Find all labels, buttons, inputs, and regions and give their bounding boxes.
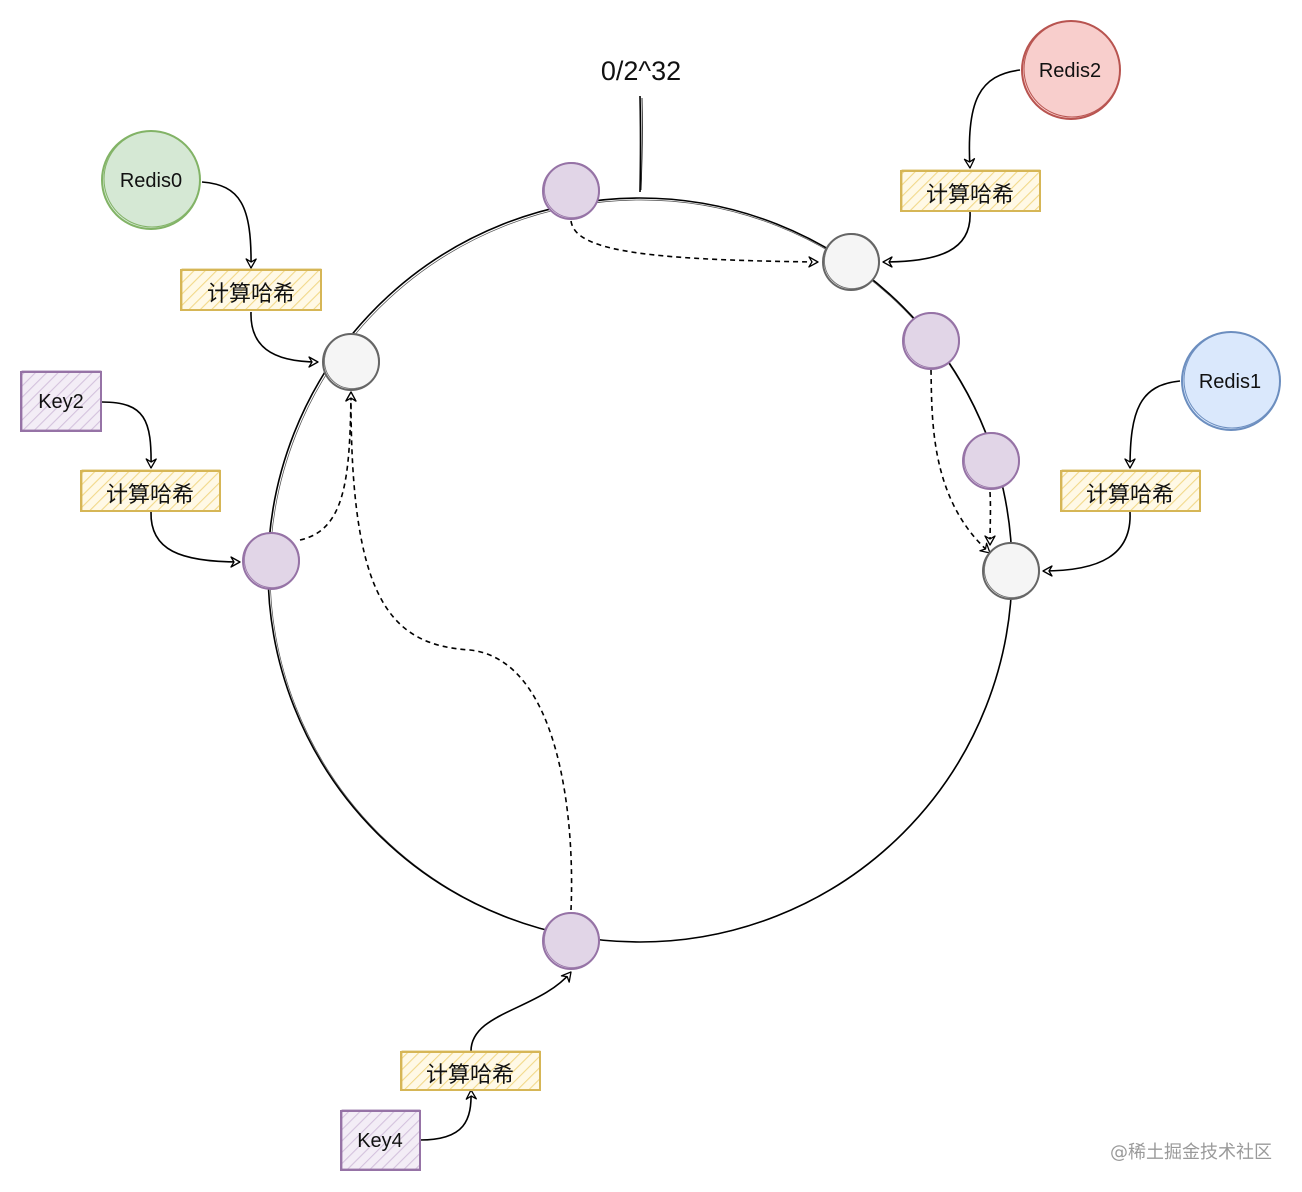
ring-node-key2[interactable]: [242, 532, 300, 590]
ring-node-redis1-circle: [982, 542, 1040, 600]
hash-box-redis1[interactable]: 计算哈希: [1060, 469, 1201, 512]
ring-node-redis1[interactable]: [982, 542, 1040, 600]
arrow-hash-to-key2-node: [150, 511, 241, 568]
mapping-arrow-key-a-to-redis1-node: [930, 369, 991, 554]
server-nodes-on-ring: [322, 233, 1040, 600]
ring-node-key-right-b-circle: [962, 432, 1020, 490]
arrow-hash-to-redis0-node: [250, 311, 319, 368]
hash-box-redis0-rect: [180, 269, 322, 311]
arrow-redis2-to-hash: [963, 69, 1021, 169]
hash-box-key4[interactable]: 计算哈希: [400, 1050, 541, 1091]
hash-ring-stroke-sketch: [269, 199, 1013, 943]
ring-node-key-right-a-circle: [902, 312, 960, 370]
redis0-server[interactable]: Redis0: [101, 130, 201, 230]
arrow-redis0-to-hash: [201, 181, 257, 269]
arrow-hash-to-redis2-node: [882, 211, 971, 268]
key-nodes-on-ring: [242, 162, 1020, 970]
hash-box-redis1-sketch: [1061, 469, 1201, 512]
key4-box[interactable]: Key4: [340, 1109, 421, 1171]
key2-box-rect: [20, 371, 102, 432]
hash-box-redis0-label: 计算哈希: [207, 281, 295, 306]
hash-box-redis2-label: 计算哈希: [926, 182, 1014, 207]
ring-node-redis0[interactable]: [322, 333, 380, 391]
hash-ring: [267, 197, 1013, 943]
redis-servers: Redis0 Redis1 Redis2: [101, 20, 1281, 431]
redis0-circle-sketch: [103, 130, 201, 228]
hash-box-redis0-sketch: [181, 268, 322, 311]
hash-box-key4-label: 计算哈希: [426, 1062, 514, 1087]
redis2-label: Redis2: [1039, 60, 1101, 82]
origin-tick-line-sketch: [640, 97, 643, 191]
mapping-arrow-key2-to-redis0-node: [299, 391, 357, 541]
hash-box-redis2-sketch: [901, 169, 1041, 212]
ring-node-key-top[interactable]: [542, 162, 600, 220]
ring-node-redis0-circle: [322, 333, 380, 391]
redis2-circle-sketch: [1023, 20, 1121, 118]
key4-label: Key4: [357, 1130, 403, 1152]
key2-label: Key2: [38, 391, 84, 413]
arrow-key4-to-hash: [419, 1089, 477, 1141]
hash-box-redis2[interactable]: 计算哈希: [900, 169, 1041, 212]
ring-node-key-top-sketch: [544, 162, 600, 218]
ring-node-redis2-sketch: [824, 233, 880, 289]
mapping-arrow-top-key-to-redis2-node: [570, 220, 819, 268]
ring-node-key2-sketch: [244, 532, 300, 588]
hash-flow-arrows: [101, 69, 1181, 1141]
key4-box-rect: [340, 1110, 421, 1171]
redis0-label: Redis0: [120, 170, 182, 192]
arrow-key2-to-hash: [101, 401, 157, 469]
arrow-hash-to-redis1-node: [1042, 511, 1131, 577]
ring-node-key-top-circle: [542, 162, 600, 220]
hash-box-redis0[interactable]: 计算哈希: [180, 268, 322, 311]
redis1-circle-sketch: [1183, 331, 1281, 429]
ring-origin-marker: 0/2^32: [601, 56, 681, 193]
arrow-hash-to-key4-node: [470, 971, 572, 1053]
mapping-arrow-key4-to-redis0-node: [345, 391, 573, 911]
arrow-redis1-to-hash: [1124, 380, 1181, 469]
ring-node-key2-circle: [242, 532, 300, 590]
redis1-label: Redis1: [1199, 371, 1261, 393]
hash-box-key2[interactable]: 计算哈希: [80, 469, 221, 512]
ring-node-key4-circle: [542, 912, 600, 970]
hash-box-redis1-label: 计算哈希: [1086, 482, 1174, 507]
ring-node-key-right-a[interactable]: [902, 312, 960, 370]
hash-box-key4-sketch: [401, 1050, 541, 1091]
ring-node-redis2[interactable]: [822, 233, 880, 291]
origin-label: 0/2^32: [601, 56, 681, 86]
redis1-server[interactable]: Redis1: [1181, 331, 1281, 431]
ring-node-redis0-sketch: [324, 333, 380, 389]
ring-node-key-right-b[interactable]: [962, 432, 1020, 490]
ring-node-key-right-a-sketch: [904, 312, 960, 368]
origin-tick-line: [639, 95, 642, 193]
key-boxes: Key2 Key4: [20, 370, 421, 1171]
hash-ring-stroke: [267, 197, 1013, 943]
watermark: @稀土掘金技术社区: [1110, 1142, 1272, 1163]
ring-node-key4[interactable]: [542, 912, 600, 970]
key4-box-sketch: [341, 1109, 421, 1170]
key-to-server-mappings: [299, 220, 996, 911]
redis2-server[interactable]: Redis2: [1021, 20, 1121, 120]
hash-boxes: 计算哈希 计算哈希 计算哈希 计算哈希 计算哈希: [80, 169, 1201, 1091]
hash-box-redis2-rect: [900, 170, 1041, 212]
ring-node-redis1-sketch: [984, 542, 1040, 598]
ring-node-redis2-circle: [822, 233, 880, 291]
key2-box[interactable]: Key2: [20, 370, 102, 432]
ring-node-key-right-b-sketch: [964, 432, 1020, 488]
hash-box-key2-label: 计算哈希: [106, 482, 194, 507]
hash-box-key2-rect: [80, 470, 221, 512]
ring-node-key4-sketch: [544, 912, 600, 968]
key2-box-sketch: [21, 370, 102, 431]
hash-box-key2-sketch: [81, 469, 221, 512]
